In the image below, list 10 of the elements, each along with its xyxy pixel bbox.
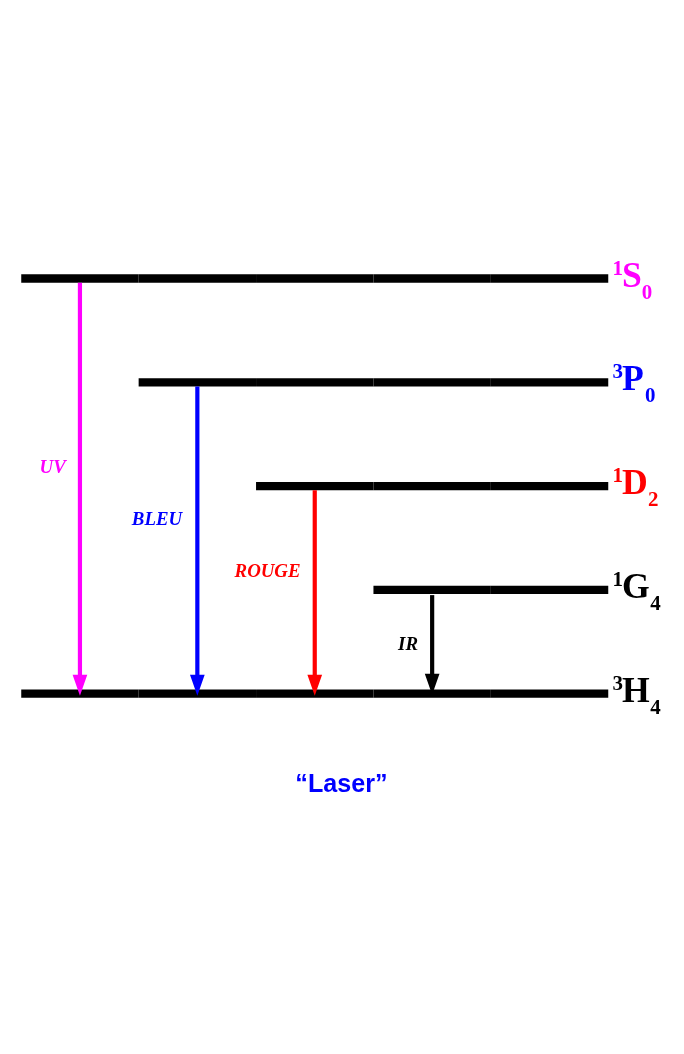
label: “Laser”	[295, 768, 388, 797]
edge-label: ROUGE	[234, 559, 301, 581]
edge-label: BLEU	[131, 507, 183, 529]
node-label: $^{1}$S$_{0}$	[612, 254, 653, 304]
edge-label: IR	[398, 632, 418, 654]
node-label: $^{3}$P$_{0}$	[612, 357, 656, 407]
node-label: $^{1}$D$_{2}$	[612, 461, 659, 511]
node-label: $^{3}$H$_{4}$	[612, 669, 661, 719]
edge-label: UV	[39, 455, 66, 477]
node-label: $^{1}$G$_{4}$	[612, 565, 661, 615]
